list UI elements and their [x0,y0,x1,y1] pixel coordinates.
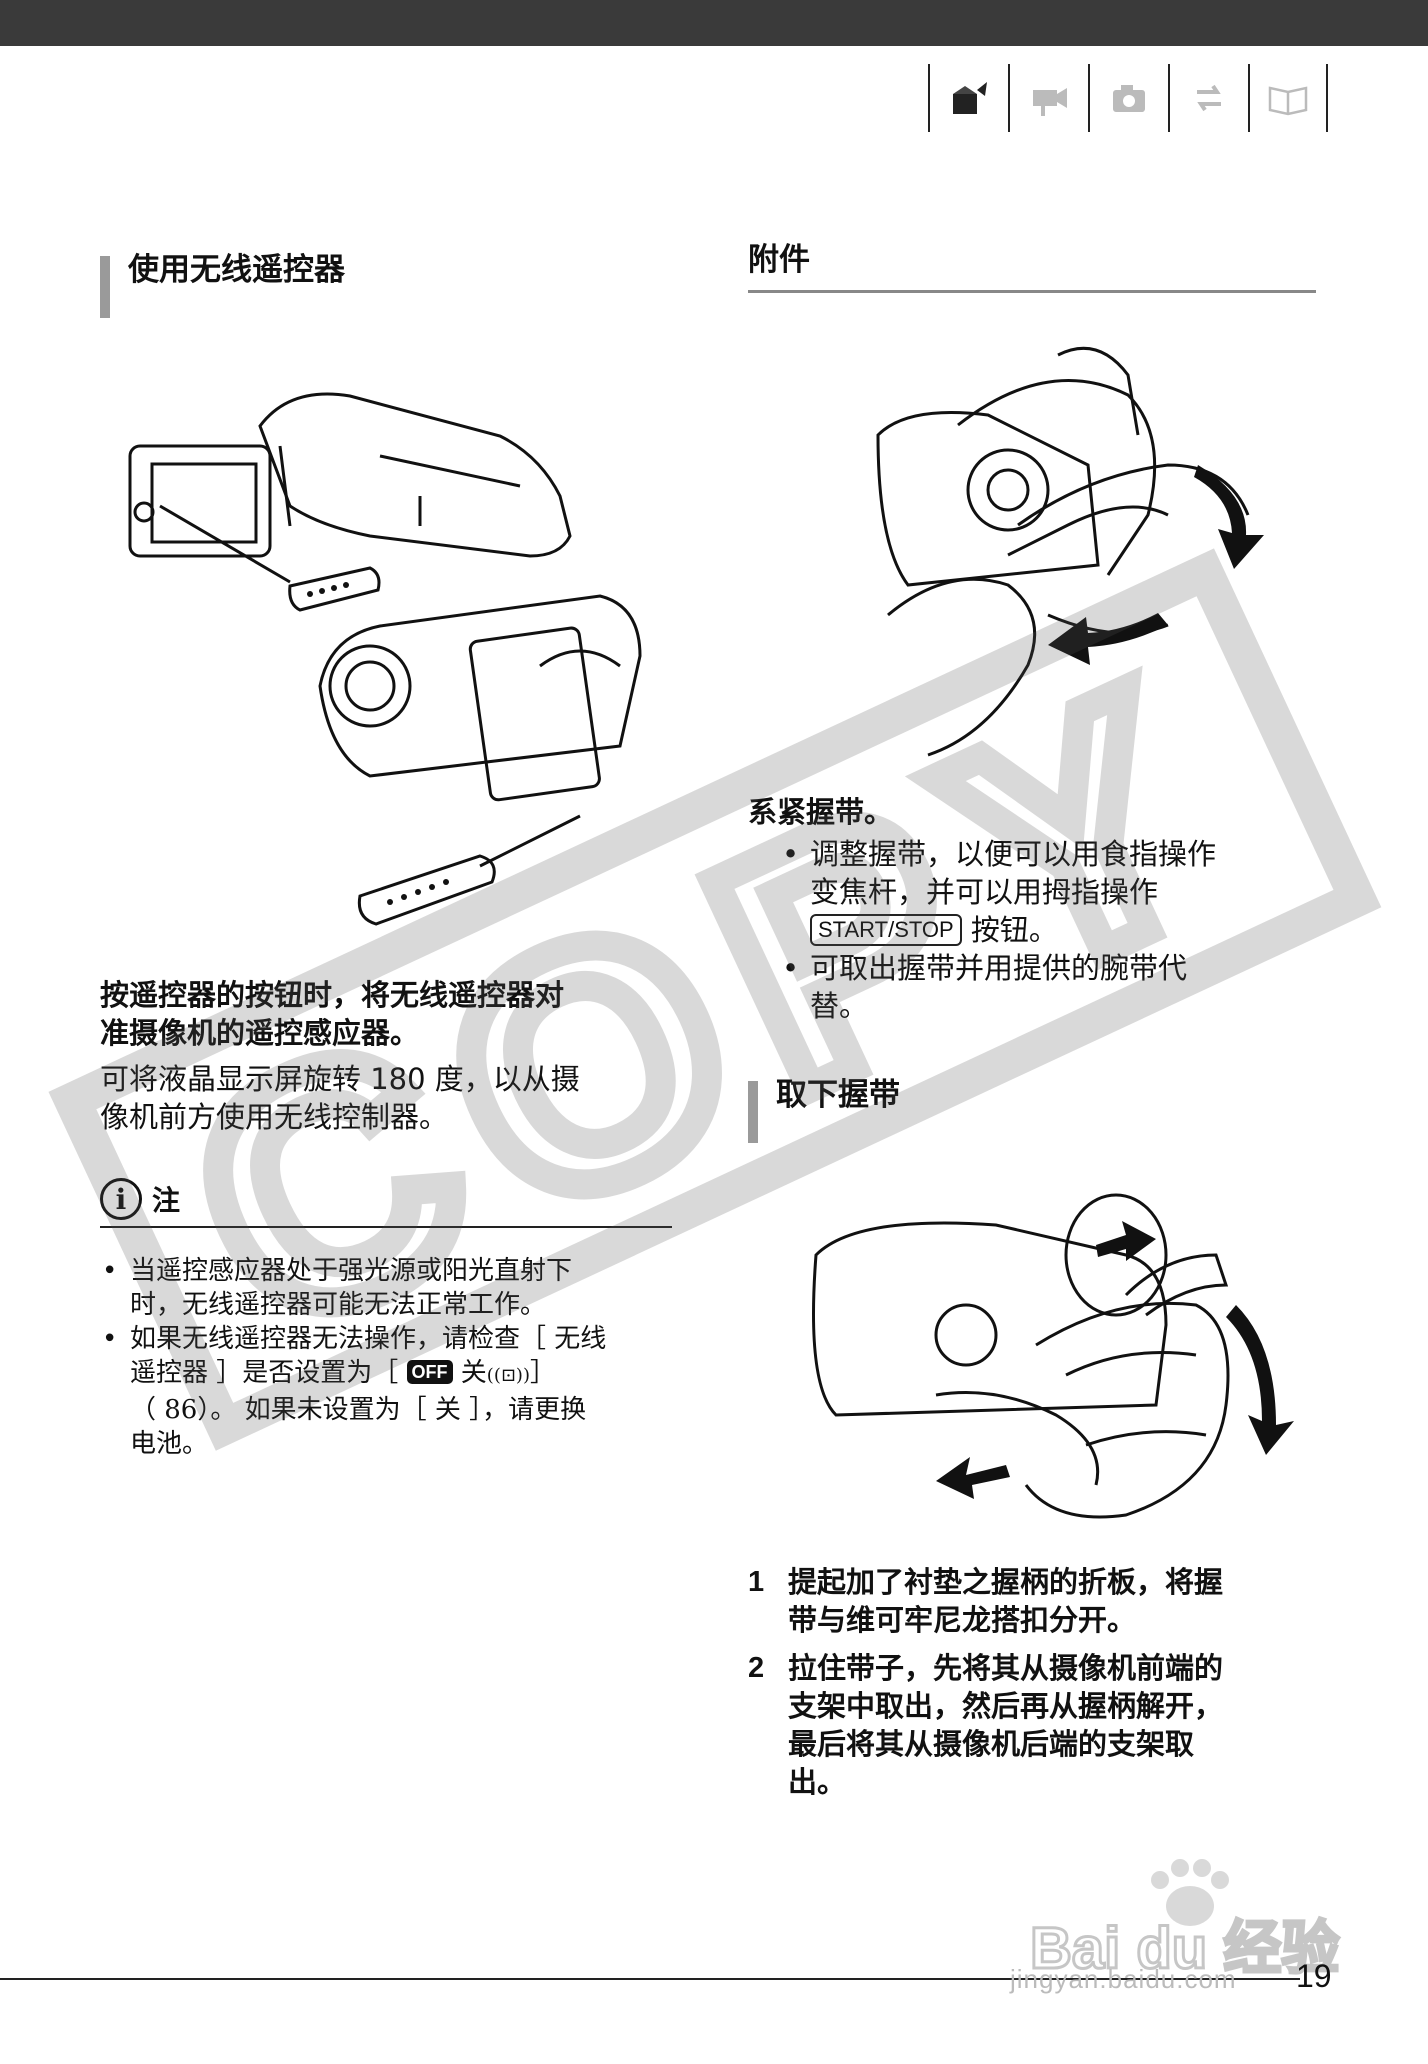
heading-text: 取下握带 [776,1077,900,1113]
footer-rule [0,1978,1300,1980]
page-number: 19 [1296,1958,1332,1994]
chapter-nav [928,64,1332,132]
connect-icon[interactable] [1168,64,1248,132]
info-icon: i [100,1178,142,1220]
right-column: 附件 系紧握带。 调整握带，以便可以用食指操作 变焦杆，并可以用拇指操作 STA… [748,240,1318,1811]
top-bar [0,0,1428,46]
step-item: 1 提起加了衬垫之握柄的折板，将握 带与维可牢尼龙搭扣分开。 [748,1565,1224,1637]
section-heading-accessories: 附件 [748,240,1316,293]
instruction-line-1: 按遥控器的按钮时，将无线遥控器对 [100,978,565,1012]
book-icon[interactable] [1248,64,1328,132]
baidu-logo-text: Bai du 经验 [1030,1916,1339,1981]
grip-belt-illustration [876,346,1264,757]
left-column: 使用无线遥控器 按遥控器的按钮时，将无线遥控 [100,250,680,1461]
note-header: i 注 [100,1178,672,1228]
note-bullet: 如果无线遥控器无法操作，请检查［ 无线 遥控器 ］是否设置为［ OFF 关((⊡… [100,1322,680,1461]
remove-strap-illustration [812,1193,1294,1519]
still-camera-icon[interactable] [1088,64,1168,132]
note-section: i 注 当遥控感应器处于强光源或阳光直射下 时，无线遥控器可能无法正常工作。 如… [100,1178,680,1461]
baidu-url: jingyan.baidu.com [1010,1964,1237,1994]
prep-icon[interactable] [928,64,1008,132]
section-heading-remote: 使用无线遥控器 [100,250,680,318]
start-stop-key: START/STOP [810,914,962,946]
grip-list: 调整握带，以便可以用食指操作 变焦杆，并可以用拇指操作 START/STOP 按… [780,835,1318,1025]
rotate-line-2: 像机前方使用无线控制器。 [100,1100,449,1134]
baidu-logo: Bai du 经验 [1029,1859,1341,1983]
note-label: 注 [152,1184,181,1217]
remote-control-illustration [128,392,642,926]
note-list: 当遥控感应器处于强光源或阳光直射下 时，无线遥控器可能无法正常工作。 如果无线遥… [100,1254,680,1461]
step-item: 2 拉住带子，先将其从摄像机前端的 支架中取出，然后再从握柄解开， 最后将其从摄… [748,1651,1224,1799]
note-bullet: 当遥控感应器处于强光源或阳光直射下 时，无线遥控器可能无法正常工作。 [100,1254,680,1322]
heading-text: 使用无线遥控器 [128,252,345,288]
grip-title: 系紧握带。 [748,795,894,829]
instruction-line-2: 准摄像机的遥控感应器。 [100,1016,420,1050]
grip-bullet: 调整握带，以便可以用食指操作 变焦杆，并可以用拇指操作 START/STOP 按… [780,835,1318,949]
video-camera-icon[interactable] [1008,64,1088,132]
rotate-line-1: 可将液晶显示屏旋转 180 度，以从摄 [100,1062,580,1096]
off-badge: OFF [406,1360,453,1384]
remote-symbol-icon: ((⊡)) [486,1365,530,1386]
section-heading-remove-strap: 取下握带 [748,1075,1318,1143]
remove-steps: 1 提起加了衬垫之握柄的折板，将握 带与维可牢尼龙搭扣分开。 2 拉住带子，先将… [748,1563,1318,1801]
grip-bullet: 可取出握带并用提供的腕带代 替。 [780,949,1318,1025]
heading-bar [748,1081,758,1143]
heading-bar [100,256,110,318]
